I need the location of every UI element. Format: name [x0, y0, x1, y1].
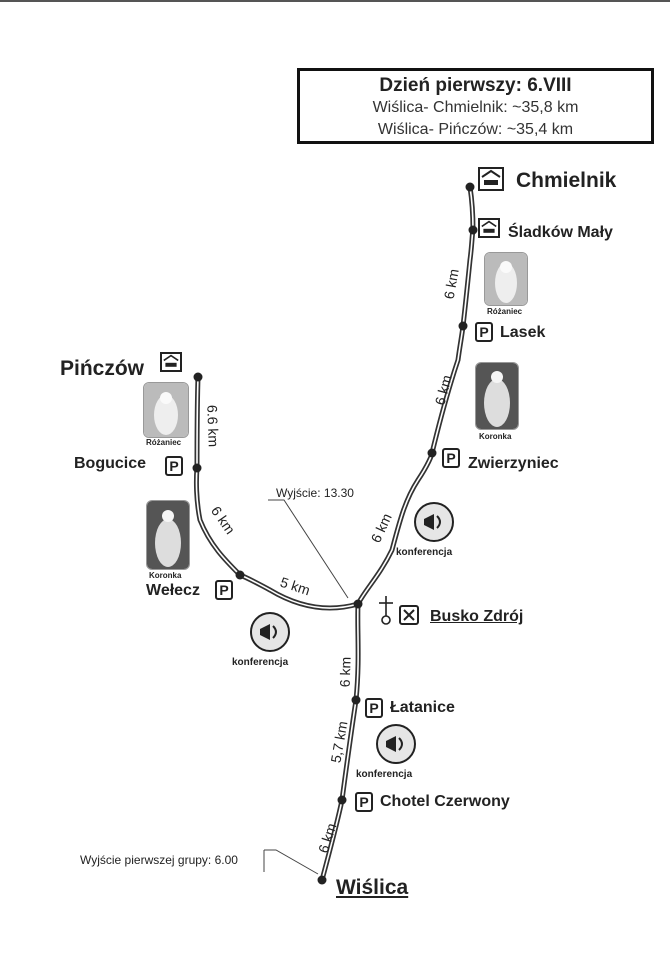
distance-label: 6.6 km — [204, 404, 222, 448]
rozaniec-label: Różaniec — [146, 438, 182, 447]
top-rule — [0, 0, 670, 2]
rozaniec-image — [484, 252, 528, 306]
rozaniec-label: Różaniec — [487, 307, 523, 316]
meal-icon — [399, 605, 419, 625]
place-bogucice: Bogucice — [74, 455, 147, 472]
stop-dot-welecz — [235, 570, 245, 580]
konferencja-label: konferencja — [232, 657, 289, 668]
megaphone-icon — [376, 724, 416, 764]
stop-dot-sladkow — [468, 225, 478, 235]
stop-dot-busko — [353, 599, 363, 609]
megaphone-icon — [250, 612, 290, 652]
parking-icon: P — [355, 792, 373, 812]
stop-dot-chotel — [337, 795, 347, 805]
stop-dots — [192, 182, 478, 885]
konferencja-label: konferencja — [396, 547, 453, 558]
departure-busko: Wyjście: 13.30 — [276, 486, 354, 500]
leader-wislica — [263, 849, 319, 875]
lodging-icon — [478, 167, 504, 191]
koronka-image — [475, 362, 519, 430]
departure-first-group: Wyjście pierwszej grupy: 6.00 — [80, 853, 238, 867]
day-info-box: Dzień pierwszy: 6.VIII Wiślica- Chmielni… — [297, 68, 654, 144]
konferencja-label: konferencja — [356, 769, 413, 780]
koronka-label: Koronka — [479, 432, 512, 441]
koronka-image — [146, 500, 190, 570]
stop-dot-pinczow — [193, 372, 203, 382]
koronka-label: Koronka — [149, 571, 182, 580]
place-wislica: Wiślica — [336, 876, 409, 899]
place-busko-zdroj: Busko Zdrój — [430, 608, 524, 625]
rozaniec-image — [143, 382, 189, 438]
place-chotel-czerwony: Chotel Czerwony — [380, 793, 510, 810]
stop-dot-latanice — [351, 695, 361, 705]
place-sladkow-maly: Śladków Mały — [508, 224, 613, 241]
leader-busko — [268, 499, 349, 599]
stop-dot-zwierzyniec — [427, 448, 437, 458]
stop-dot-bogucice — [192, 463, 202, 473]
church-icon — [379, 596, 393, 625]
day-title: Dzień pierwszy: 6.VIII — [379, 75, 572, 96]
distance-chmielnik: Wiślica- Chmielnik: ~35,8 km — [372, 99, 579, 116]
parking-icon: P — [442, 448, 460, 468]
distance-label: 6 km — [336, 656, 354, 688]
place-lasek: Lasek — [500, 324, 546, 341]
place-latanice: Łatanice — [390, 699, 455, 716]
parking-icon: P — [365, 698, 383, 718]
parking-icon: P — [215, 580, 233, 600]
stop-dot-wislica — [317, 875, 327, 885]
place-chmielnik: Chmielnik — [516, 169, 617, 192]
distance-pinczow: Wiślica- Pińczów: ~35,4 km — [377, 121, 574, 138]
parking-icon: P — [165, 456, 183, 476]
stop-dot-chmielnik — [465, 182, 475, 192]
stop-dot-lasek — [458, 321, 468, 331]
place-pinczow: Pińczów — [60, 357, 145, 380]
lodging-icon — [160, 352, 182, 372]
place-welecz: Wełecz — [146, 582, 200, 599]
lodging-icon — [478, 218, 500, 238]
megaphone-icon — [414, 502, 454, 542]
place-zwierzyniec: Zwierzyniec — [468, 455, 559, 472]
parking-icon: P — [475, 322, 493, 342]
